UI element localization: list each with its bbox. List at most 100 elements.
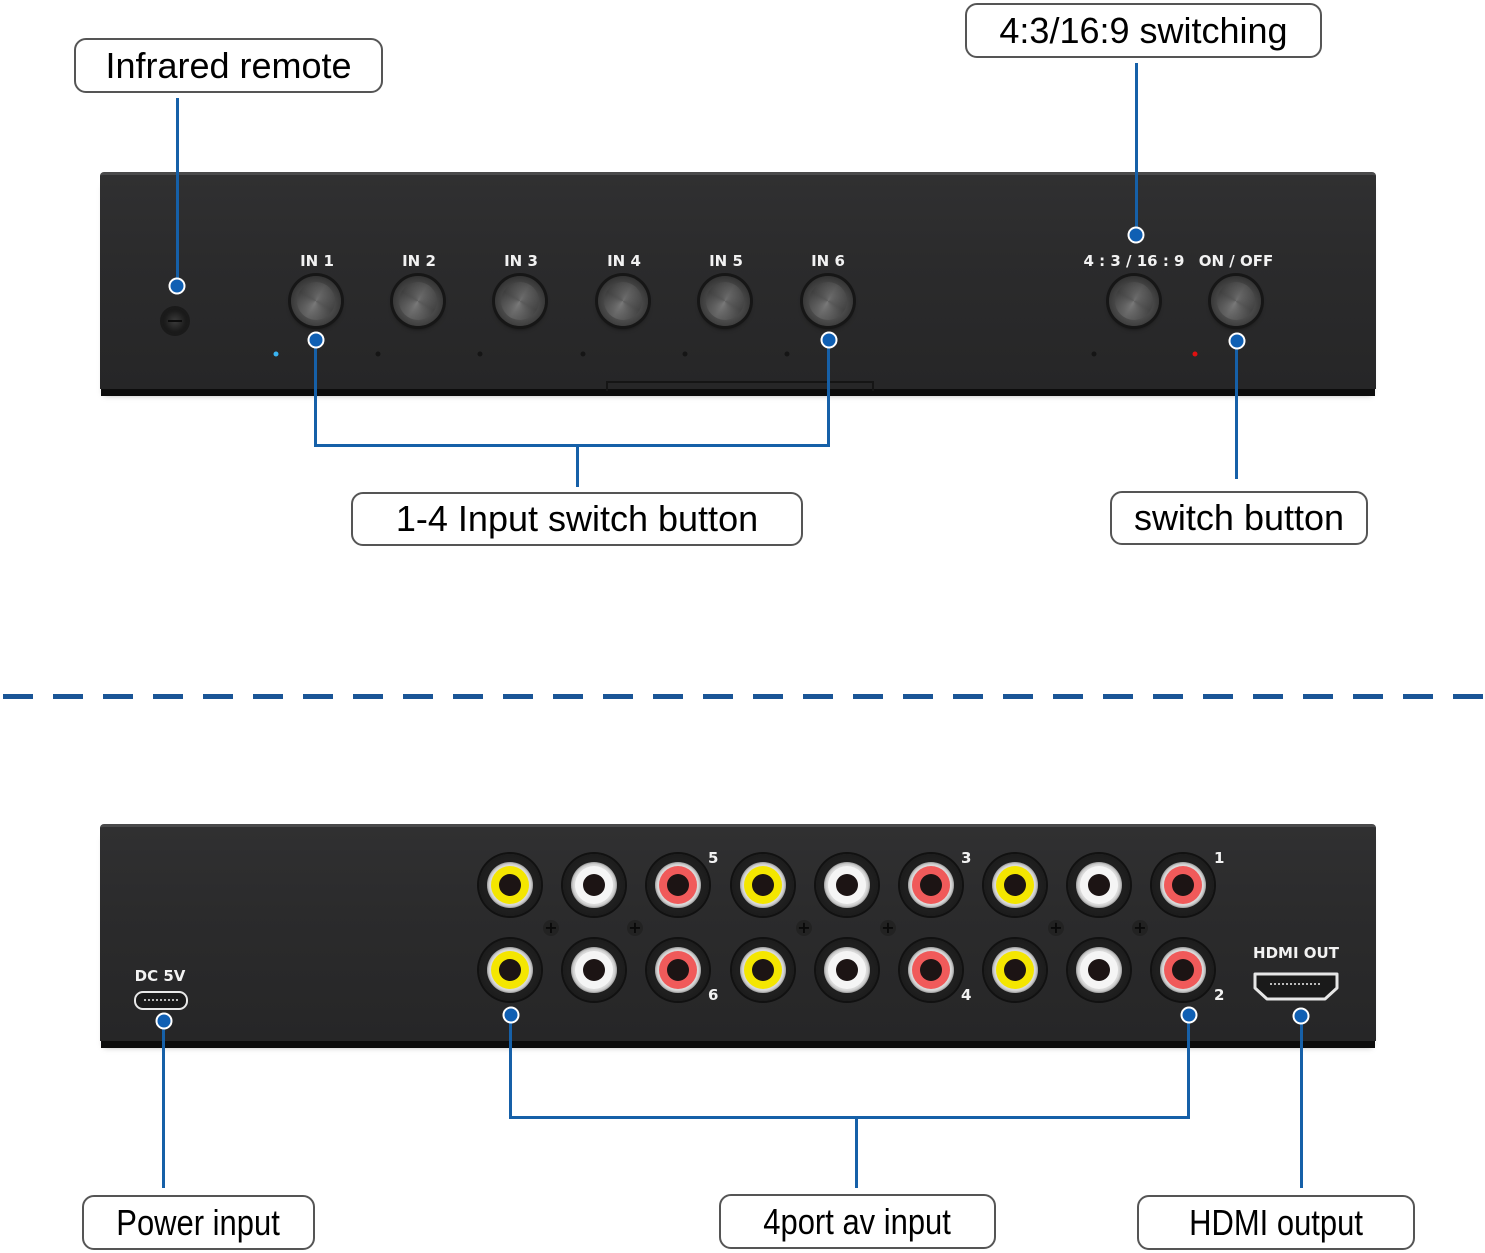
in1-indicator-led [273,351,279,357]
marker-hdmi-output [1292,1007,1310,1025]
rca-jack-red[interactable] [1152,939,1214,1001]
aspect-label: 4 : 3 / 16 : 9 [1083,252,1185,270]
callout-infrared-remote-text: Infrared remote [105,44,352,86]
in2-button[interactable] [393,276,443,326]
in2-label: IN 2 [402,252,436,270]
rca-jack-yellow[interactable] [984,939,1046,1001]
rca-jack-yellow[interactable] [479,854,541,916]
port-number-1: 1 [1214,849,1225,867]
usb-c-power-port[interactable] [134,991,188,1010]
rca-jack-hole [836,959,858,981]
rca-jack-red[interactable] [1152,854,1214,916]
rca-jack-hole [1004,959,1026,981]
rca-jack-white[interactable] [1068,939,1130,1001]
rca-jack-red[interactable] [900,854,962,916]
in3-indicator-led [477,351,483,357]
section-divider [0,694,1485,699]
power-indicator-led [1192,351,1198,357]
callout-av-input: 4port av input [719,1194,996,1249]
marker-power-input [155,1012,173,1030]
leader-av-stem [855,1116,858,1188]
rca-jack-hole [667,959,689,981]
rca-jack-hole [499,874,521,896]
rca-jack-hole [920,959,942,981]
in2-indicator-led [375,351,381,357]
rca-jack-white[interactable] [563,854,625,916]
leader-hdmi-output [1300,1016,1303,1188]
rca-jack-hole [499,959,521,981]
rca-jack-hole [752,959,774,981]
rca-jack-red[interactable] [647,854,709,916]
rca-jack-hole [1172,874,1194,896]
hdmi-output-port[interactable] [1252,971,1340,1001]
rca-jack-yellow[interactable] [732,854,794,916]
rca-jack-hole [920,874,942,896]
screw-icon: + [543,918,559,937]
front-slot [606,381,874,391]
in1-button[interactable] [291,276,341,326]
in6-label: IN 6 [811,252,845,270]
port-number-5: 5 [708,849,719,867]
callout-av-input-text: 4port av input [763,1200,952,1242]
hdmi-port-icon [1253,972,1339,1001]
leader-in6 [827,340,830,447]
callout-power-input-text: Power input [116,1201,281,1243]
aspect-ratio-button[interactable] [1109,276,1159,326]
power-button[interactable] [1211,276,1261,326]
screw-icon: + [796,918,812,937]
in5-label: IN 5 [709,252,743,270]
in1-label: IN 1 [300,252,334,270]
port-number-4: 4 [961,986,972,1004]
rca-jack-white[interactable] [816,854,878,916]
leader-av-left [509,1015,512,1119]
port-number-6: 6 [708,986,719,1004]
marker-av-left [502,1006,520,1024]
rca-jack-hole [583,959,605,981]
screw-icon: + [1048,918,1064,937]
rca-jack-red[interactable] [900,939,962,1001]
in6-indicator-led [784,351,790,357]
callout-power-input: Power input [82,1195,315,1250]
hdmi-out-label: HDMI OUT [1253,944,1339,962]
marker-in1 [307,331,325,349]
marker-aspect [1127,226,1145,244]
leader-in1 [314,340,317,447]
in3-button[interactable] [495,276,545,326]
in3-label: IN 3 [504,252,538,270]
front-panel: IN 1 IN 2 IN 3 IN 4 IN 5 IN 6 4 : 3 / 16… [100,172,1376,391]
power-label: ON / OFF [1198,252,1274,270]
in4-indicator-led [580,351,586,357]
port-number-3: 3 [961,849,972,867]
marker-infrared [168,277,186,295]
in5-button[interactable] [700,276,750,326]
rca-jack-white[interactable] [816,939,878,1001]
leader-infrared [176,98,179,286]
screw-icon: + [880,918,896,937]
leader-input-bracket [314,444,830,447]
callout-switch-button-text: switch button [1133,497,1345,538]
port-number-2: 2 [1214,986,1225,1004]
in5-indicator-led [682,351,688,357]
rca-jack-yellow[interactable] [479,939,541,1001]
rca-jack-hole [1088,959,1110,981]
rca-jack-hole [836,874,858,896]
rca-jack-hole [752,874,774,896]
leader-av-bracket [509,1116,1190,1119]
marker-power-switch [1228,332,1246,350]
in6-button[interactable] [803,276,853,326]
rca-jack-red[interactable] [647,939,709,1001]
rca-jack-hole [667,874,689,896]
rca-jack-white[interactable] [563,939,625,1001]
rear-panel: DC 5V HDMI OUT + + + + + + 5 3 1 6 4 2 [100,824,1376,1041]
callout-hdmi-output-text: HDMI output [1189,1201,1363,1243]
rca-jack-yellow[interactable] [732,939,794,1001]
leader-aspect [1135,63,1138,235]
rca-jack-white[interactable] [1068,854,1130,916]
callout-switch-button: switch button [1110,491,1368,545]
leader-power-input [162,1021,165,1188]
infrared-sensor-icon [162,308,188,334]
rca-jack-yellow[interactable] [984,854,1046,916]
dc-5v-label: DC 5V [134,967,186,985]
in4-button[interactable] [598,276,648,326]
rca-jack-hole [583,874,605,896]
